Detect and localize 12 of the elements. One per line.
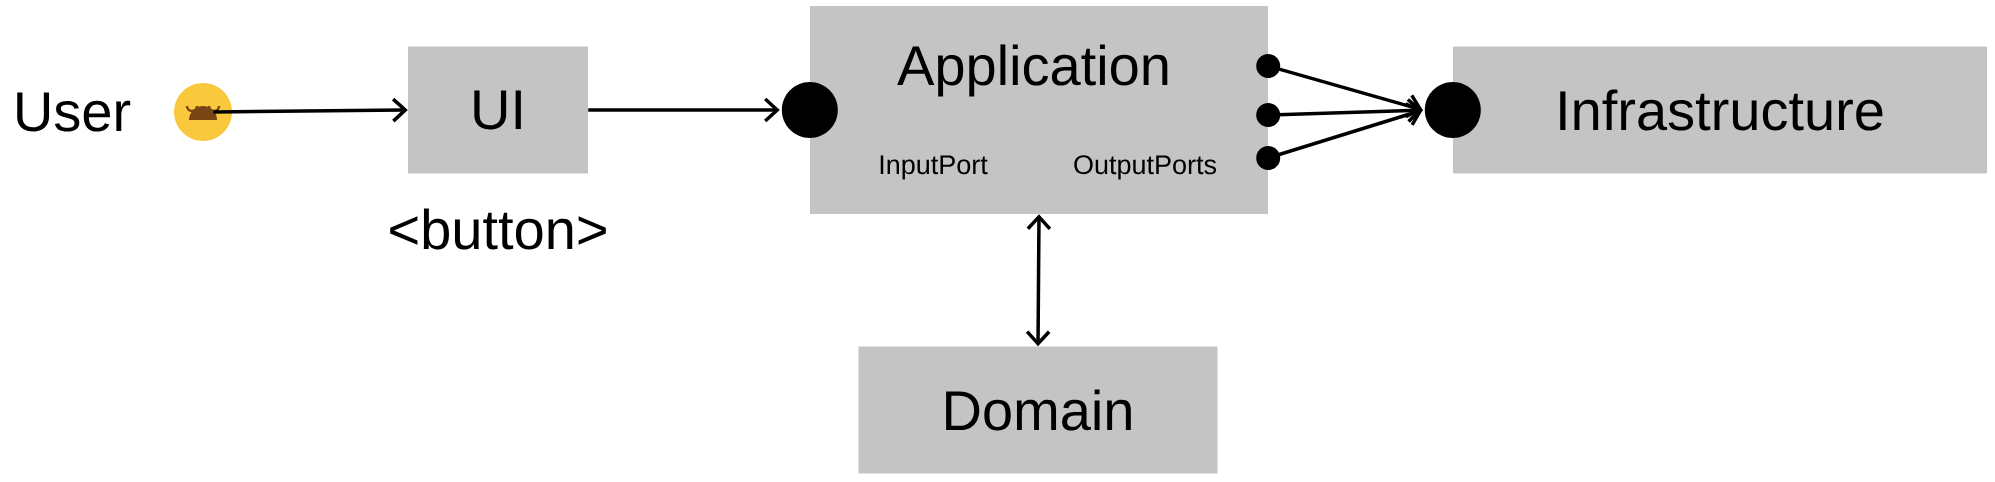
- port-connector: [1256, 102, 1423, 170]
- arrow: [588, 97, 780, 123]
- port-connector: [1256, 54, 1423, 119]
- arrow: [1025, 214, 1052, 347]
- component-box: UI: [408, 46, 588, 174]
- element-label: <button>: [390, 208, 606, 250]
- port-connector: [1256, 98, 1423, 127]
- arrow: [213, 97, 408, 123]
- application-box: Application InputPort OutputPorts: [810, 6, 1268, 214]
- component-box: Infrastructure: [1453, 46, 1987, 174]
- component-box: Domain: [858, 346, 1218, 474]
- user-label: User: [17, 92, 131, 132]
